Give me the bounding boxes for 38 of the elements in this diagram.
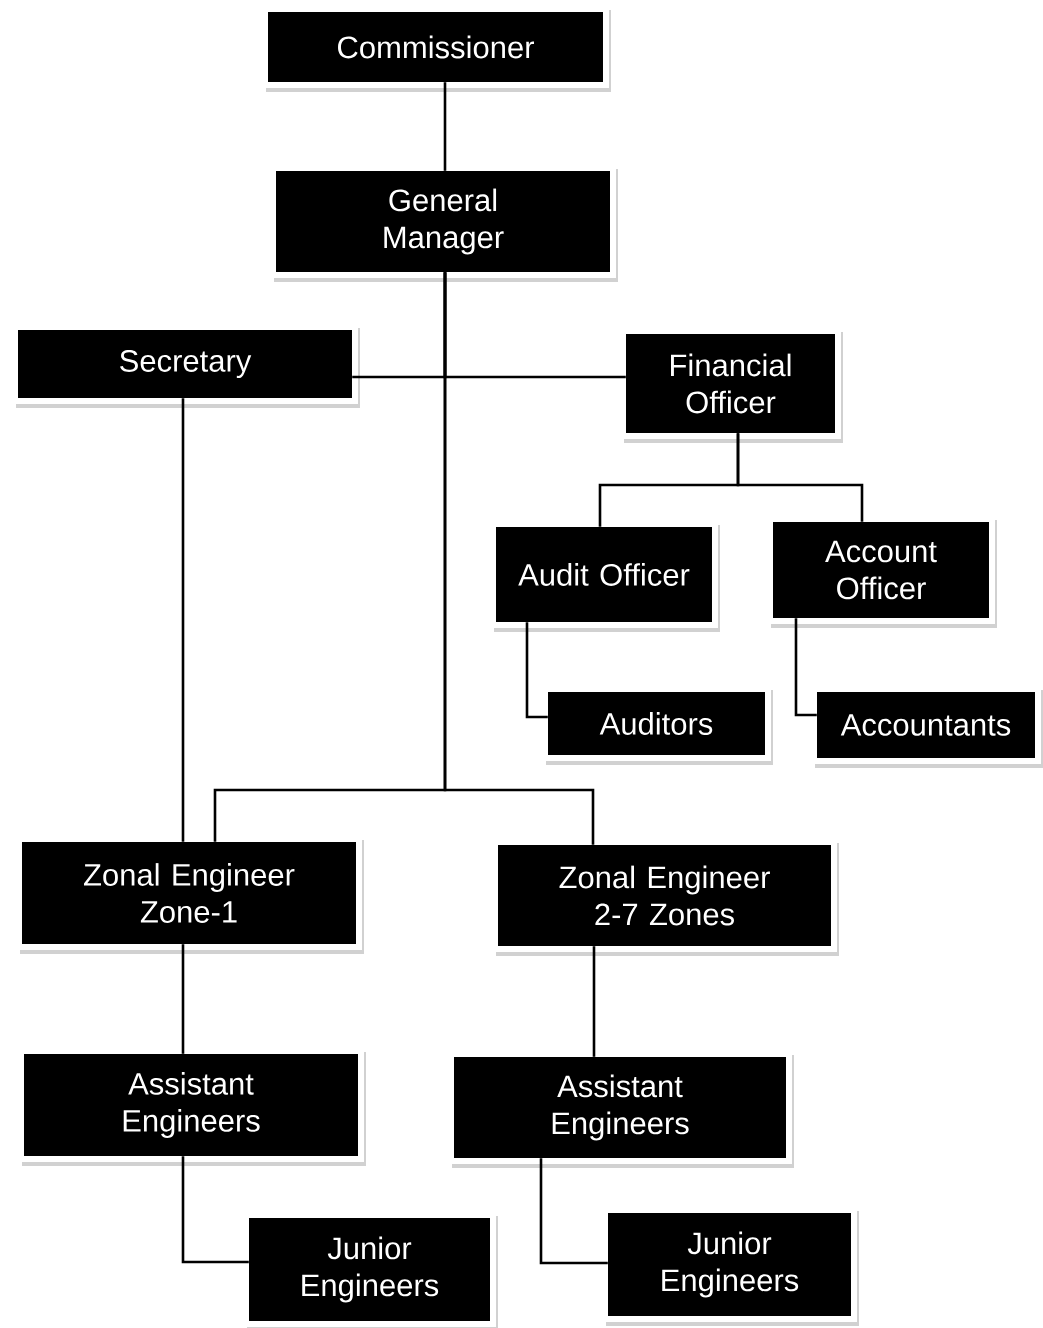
position-box: Junior Engineers: [243, 1212, 498, 1328]
connector-line: [181, 1156, 249, 1264]
node-label: Junior Engineers: [302, 1236, 439, 1303]
connector-line: [181, 398, 185, 842]
node-label: Secretary: [120, 349, 252, 379]
position-box: Commissioner: [262, 6, 611, 92]
node-label: Zonal Engineer Zone-1: [84, 863, 295, 923]
connector-line: [794, 618, 817, 717]
node-label: Zonal Engineer 2-7 Zones: [559, 865, 770, 926]
connector-line: [443, 272, 595, 845]
node-label: Commissioner: [338, 35, 534, 59]
position-box: Audit Officer: [490, 521, 720, 632]
connector-line: [181, 944, 185, 1054]
position-box: Assistant Engineers: [448, 1051, 794, 1168]
position-box: General Manager: [270, 165, 618, 282]
node-label: Junior Engineers: [662, 1231, 799, 1298]
position-box: Account Officer: [767, 516, 997, 628]
position-box: Financial Officer: [620, 328, 843, 443]
node-label: Financial Officer: [671, 353, 791, 414]
position-box: Junior Engineers: [602, 1207, 859, 1326]
node-label: Account Officer: [825, 540, 937, 600]
position-box: Accountants: [811, 686, 1043, 768]
node-label: Assistant Engineers: [123, 1072, 260, 1138]
node-label: General Manager: [384, 188, 504, 255]
position-box: Assistant Engineers: [18, 1048, 366, 1166]
position-box: Secretary: [12, 324, 360, 408]
node-label: Accountants: [840, 714, 1011, 736]
connector-line: [443, 82, 447, 171]
node-label: Audit Officer: [518, 563, 690, 586]
connector-line: [539, 1158, 608, 1265]
node-label: Assistant Engineers: [552, 1074, 689, 1141]
position-box: Auditors: [542, 686, 773, 765]
connector-line: [525, 622, 548, 719]
connector-line: [736, 433, 864, 522]
node-label: Auditors: [599, 712, 713, 735]
position-box: Zonal Engineer Zone-1: [16, 836, 364, 954]
position-box: Zonal Engineer 2-7 Zones: [492, 839, 839, 956]
connector-line: [592, 946, 596, 1057]
